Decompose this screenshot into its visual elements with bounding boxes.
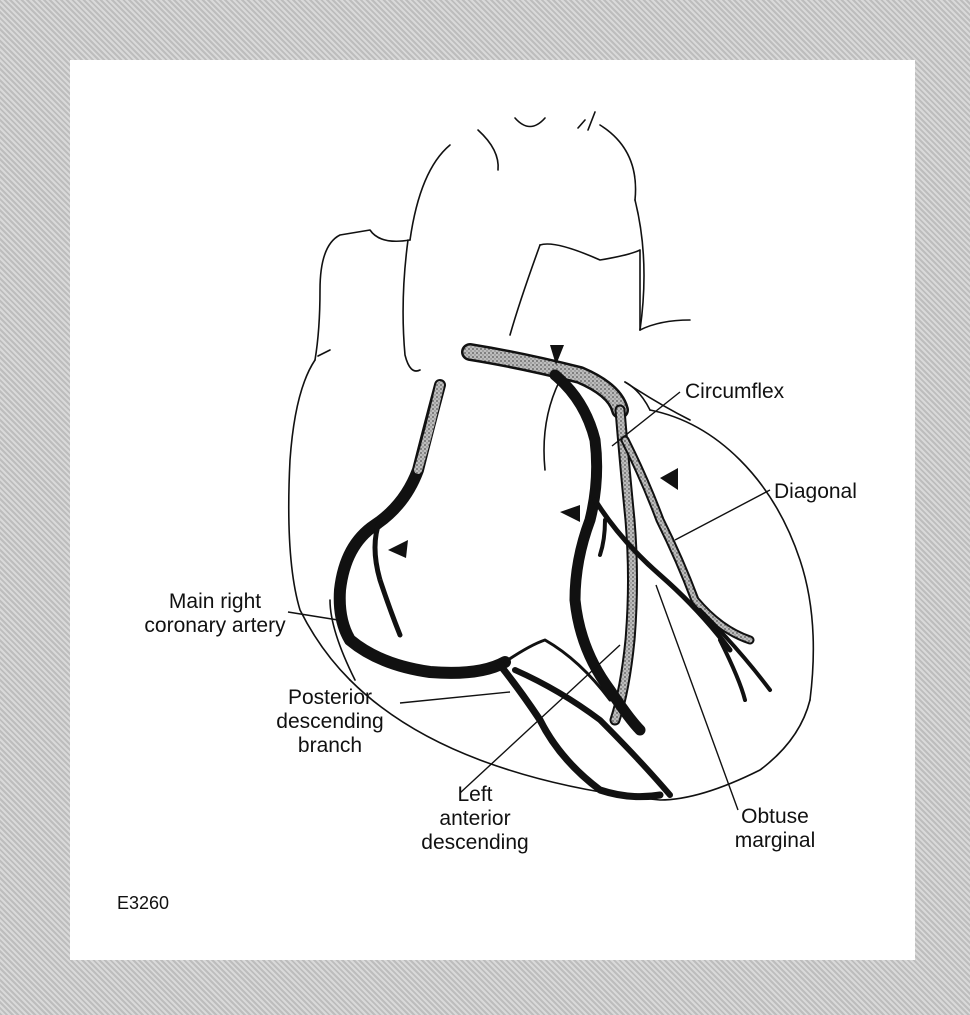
label-posterior-descending: Posterior descending branch [250,686,410,758]
leader-obtuse [656,585,738,810]
label-main-right-coronary: Main right coronary artery [130,590,300,638]
figure-id: E3260 [117,893,169,914]
label-circumflex: Circumflex [685,380,784,404]
lad-artery [555,375,730,730]
label-obtuse-marginal: Obtuse marginal [720,805,830,853]
label-diagonal: Diagonal [774,480,857,504]
leader-posterior [400,692,510,703]
leader-diagonal [675,490,770,540]
label-left-anterior-descending: Left anterior descending [400,783,550,855]
